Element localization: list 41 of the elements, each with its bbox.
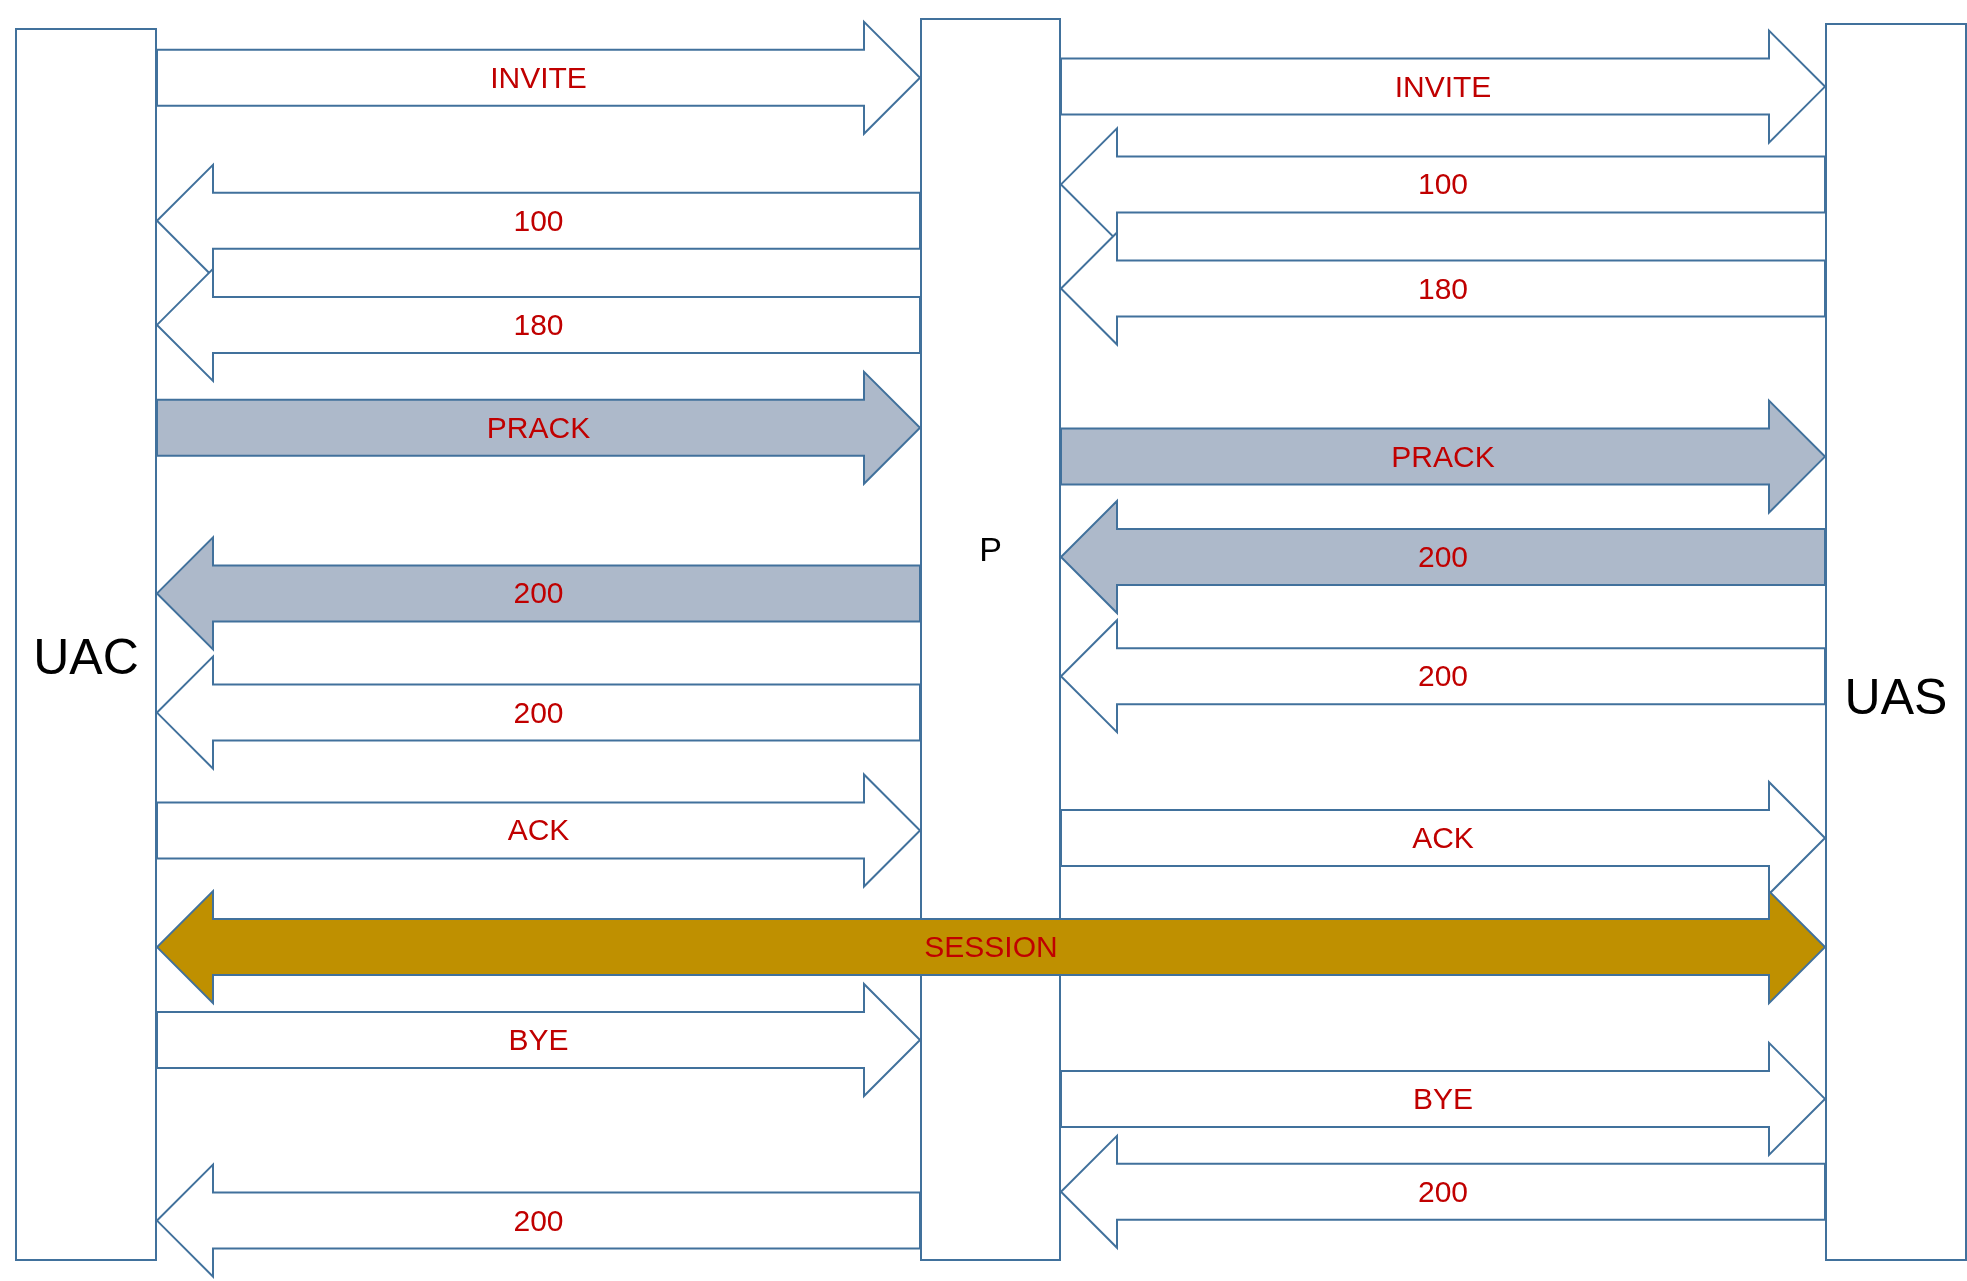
block-arrow — [156, 369, 922, 487]
block-arrow — [156, 772, 922, 889]
lifeline-box — [15, 28, 157, 1261]
lifeline-label: UAS — [1843, 668, 1949, 727]
edge-label: 200 — [1417, 661, 1469, 692]
block-arrow — [156, 981, 922, 1099]
edge-label: 180 — [1417, 273, 1469, 304]
block-arrow — [155, 888, 1827, 1006]
edge-label: SESSION — [924, 932, 1058, 963]
lifeline-label: P — [978, 529, 1003, 570]
block-arrow — [1059, 498, 1826, 616]
block-arrow — [1060, 398, 1827, 515]
edge-label: ACK — [507, 815, 570, 846]
block-arrow — [155, 1162, 921, 1279]
edge-label: 100 — [1417, 169, 1469, 200]
edge-label: BYE — [508, 1024, 569, 1055]
lifeline-box — [920, 18, 1061, 1261]
edge-label: 200 — [513, 1205, 564, 1236]
lifeline-box — [1825, 23, 1967, 1261]
edge-label: 200 — [513, 578, 564, 609]
block-arrow — [1059, 617, 1826, 735]
block-arrow — [1059, 1133, 1826, 1251]
block-arrow — [155, 266, 921, 384]
block-arrow — [1059, 230, 1826, 347]
edge-label: 200 — [1417, 1176, 1469, 1207]
block-arrow — [156, 19, 922, 137]
edge-label: 200 — [513, 697, 564, 728]
edge-label: PRACK — [1391, 441, 1495, 472]
lifeline-label: UAC — [32, 628, 140, 687]
edge-label: 100 — [513, 205, 564, 236]
block-arrow — [1060, 28, 1827, 145]
edge-label: 200 — [1417, 542, 1469, 572]
edge-label: INVITE — [1394, 71, 1492, 102]
edge-label: INVITE — [490, 62, 587, 93]
block-arrow — [155, 654, 921, 771]
block-arrow — [1060, 1040, 1827, 1158]
block-arrow — [155, 535, 921, 652]
edge-label: 180 — [513, 309, 564, 340]
edge-label: BYE — [1413, 1083, 1473, 1114]
edge-label: ACK — [1412, 823, 1474, 853]
edge-label: PRACK — [486, 412, 591, 443]
